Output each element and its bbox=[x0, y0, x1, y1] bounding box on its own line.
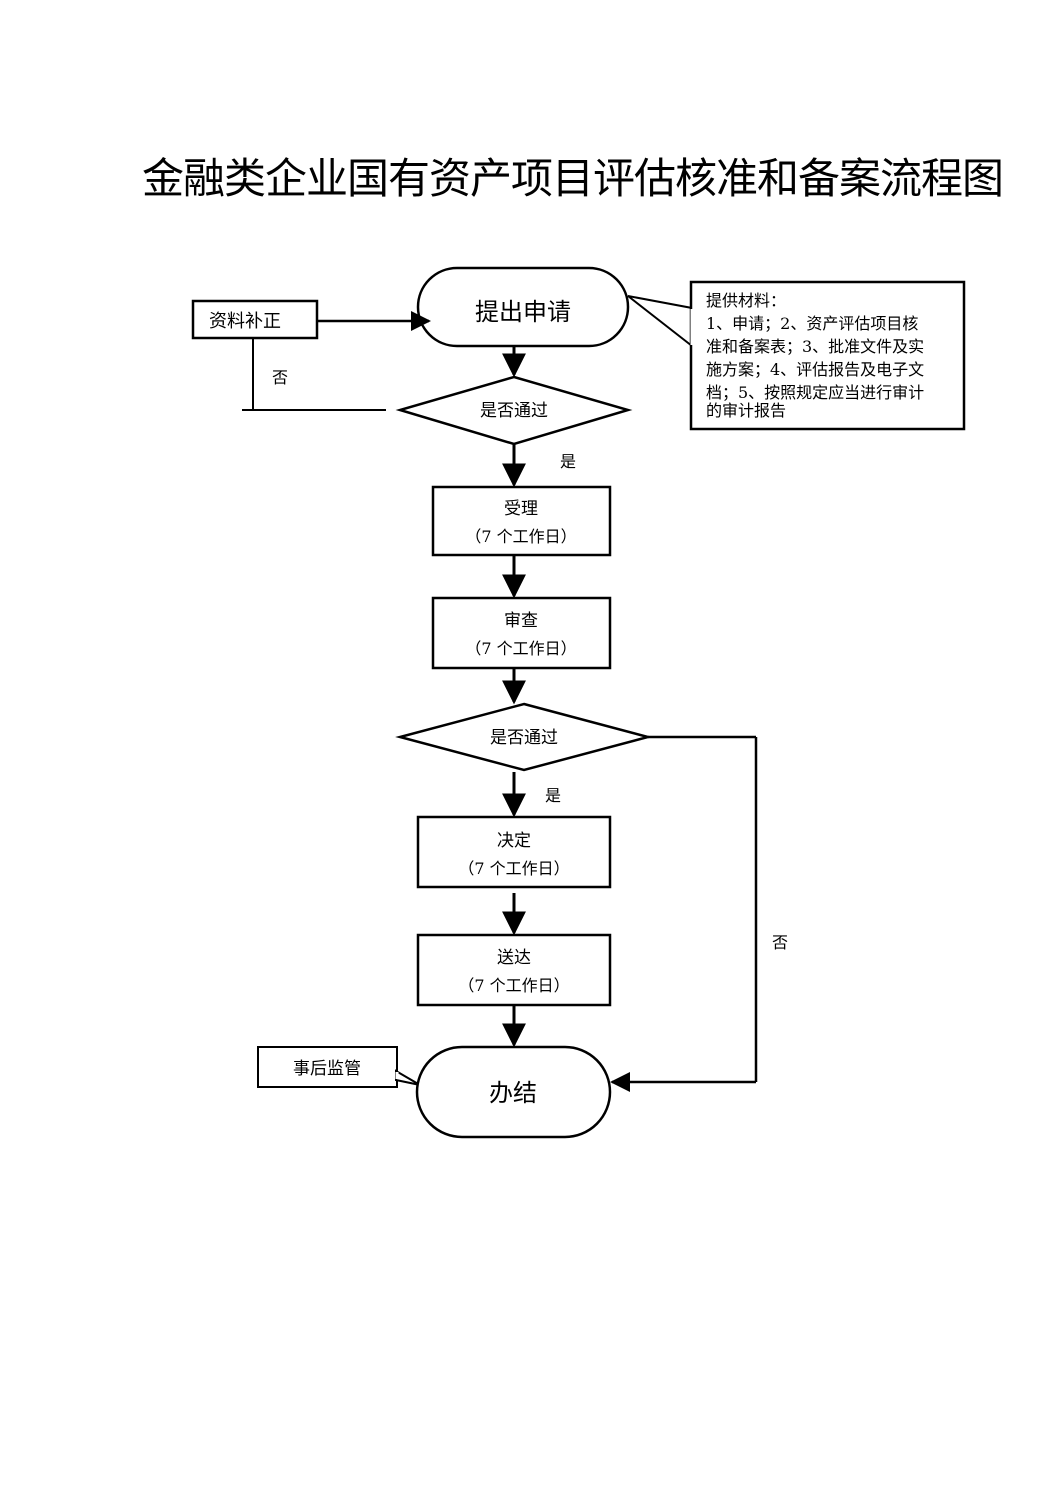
decide-node: 决定 （7 个工作日） bbox=[416, 815, 612, 889]
start-node: 提出申请 bbox=[416, 266, 630, 348]
materials-line-3: 准和备案表；3、批准文件及实 bbox=[706, 337, 924, 356]
materials-callout: 提供材料： 1、申请；2、资产评估项目核 准和备案表；3、批准文件及实 施方案；… bbox=[627, 280, 966, 431]
deliver-label: 送达 bbox=[497, 948, 531, 968]
materials-line-4: 施方案；4、评估报告及电子文 bbox=[706, 360, 924, 379]
review-node: 审查 （7 个工作日） bbox=[431, 596, 612, 670]
decision1-label: 是否通过 bbox=[480, 401, 548, 421]
materials-line-1: 提供材料： bbox=[706, 291, 786, 310]
deliver-duration: （7 个工作日） bbox=[458, 976, 569, 995]
edge-label-yes-2: 是 bbox=[545, 786, 561, 805]
edge-label-no-left: 否 bbox=[272, 368, 288, 387]
review-label: 审查 bbox=[504, 611, 538, 631]
decision2-label: 是否通过 bbox=[490, 728, 558, 748]
supervision-callout: 事后监管 bbox=[257, 1046, 421, 1088]
materials-line-6: 的审计报告 bbox=[706, 401, 786, 420]
review-duration: （7 个工作日） bbox=[465, 639, 576, 658]
correction-node: 资料补正 bbox=[191, 299, 319, 340]
edge-label-no-right: 否 bbox=[772, 933, 788, 952]
deliver-node: 送达 （7 个工作日） bbox=[416, 933, 612, 1007]
supervision-label: 事后监管 bbox=[293, 1059, 361, 1079]
materials-line-2: 1、申请；2、资产评估项目核 bbox=[706, 314, 918, 333]
correction-node-label: 资料补正 bbox=[209, 311, 281, 332]
decide-duration: （7 个工作日） bbox=[458, 859, 569, 878]
materials-line-5: 档；5、按照规定应当进行审计 bbox=[706, 383, 924, 402]
finish-node: 办结 bbox=[415, 1045, 612, 1139]
decision2-node: 是否通过 bbox=[395, 702, 653, 772]
edge-label-yes-1: 是 bbox=[560, 452, 576, 471]
decision1-node: 是否通过 bbox=[395, 375, 633, 446]
finish-label: 办结 bbox=[489, 1079, 537, 1107]
accept-label: 受理 bbox=[504, 499, 538, 519]
accept-node: 受理 （7 个工作日） bbox=[431, 485, 612, 557]
decide-label: 决定 bbox=[497, 831, 531, 851]
start-node-label: 提出申请 bbox=[475, 298, 571, 326]
accept-duration: （7 个工作日） bbox=[465, 527, 576, 546]
page-title: 金融类企业国有资产项目评估核准和备案流程图 bbox=[141, 154, 1004, 203]
